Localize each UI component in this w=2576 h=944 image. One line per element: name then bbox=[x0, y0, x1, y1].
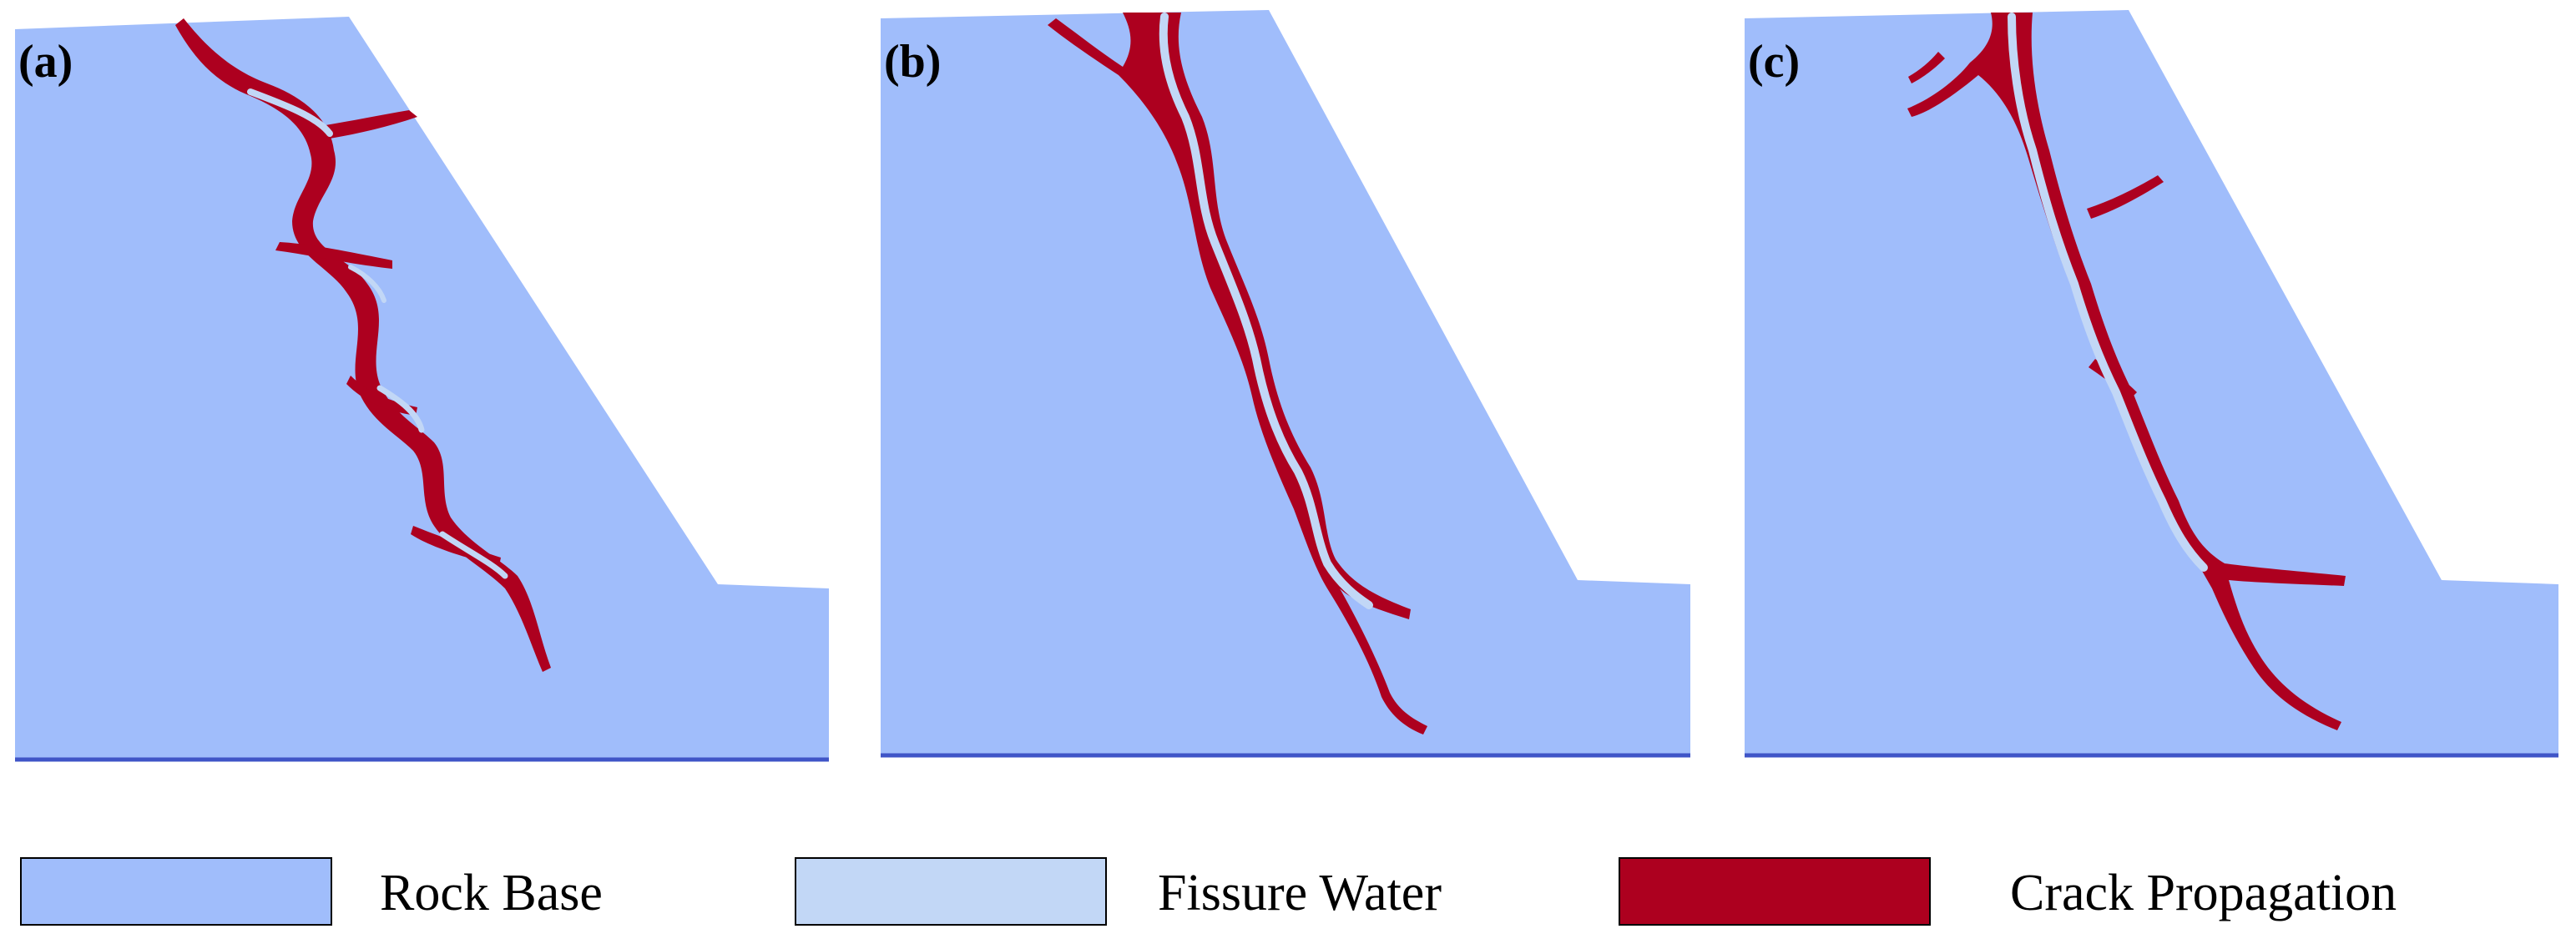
fissure-water bbox=[2008, 13, 2208, 572]
panel-a: (a) bbox=[15, 17, 829, 762]
legend-swatch-crack-propagation bbox=[1619, 857, 1931, 926]
rock-base-slope bbox=[881, 10, 1690, 755]
fissure-water bbox=[1159, 13, 1373, 609]
legend-swatch-rock-base bbox=[20, 857, 332, 926]
legend-item-rock-base: Rock Base bbox=[20, 857, 603, 926]
panel-b: (b) bbox=[881, 10, 1690, 758]
panel-c: (c) bbox=[1745, 10, 2558, 758]
legend-label-fissure-water: Fissure Water bbox=[1158, 865, 1442, 921]
panel-label-a: (a) bbox=[18, 36, 73, 88]
fissure-water bbox=[247, 88, 508, 579]
legend-swatch-fissure-water bbox=[795, 857, 1107, 926]
legend-label-crack-propagation: Crack Propagation bbox=[2010, 865, 2397, 921]
panel-label-c: (c) bbox=[1748, 36, 1800, 88]
crack-propagation bbox=[1048, 13, 1427, 735]
panel-label-b: (b) bbox=[884, 36, 941, 88]
legend-item-fissure-water: Fissure Water bbox=[795, 857, 1442, 926]
rock-base-slope bbox=[1745, 10, 2558, 755]
legend-label-rock-base: Rock Base bbox=[380, 865, 603, 921]
rock-base-slope bbox=[15, 17, 829, 760]
legend-item-crack-propagation: Crack Propagation bbox=[1619, 857, 2397, 926]
legend: Rock Base Fissure Water Crack Propagatio… bbox=[20, 857, 2397, 926]
